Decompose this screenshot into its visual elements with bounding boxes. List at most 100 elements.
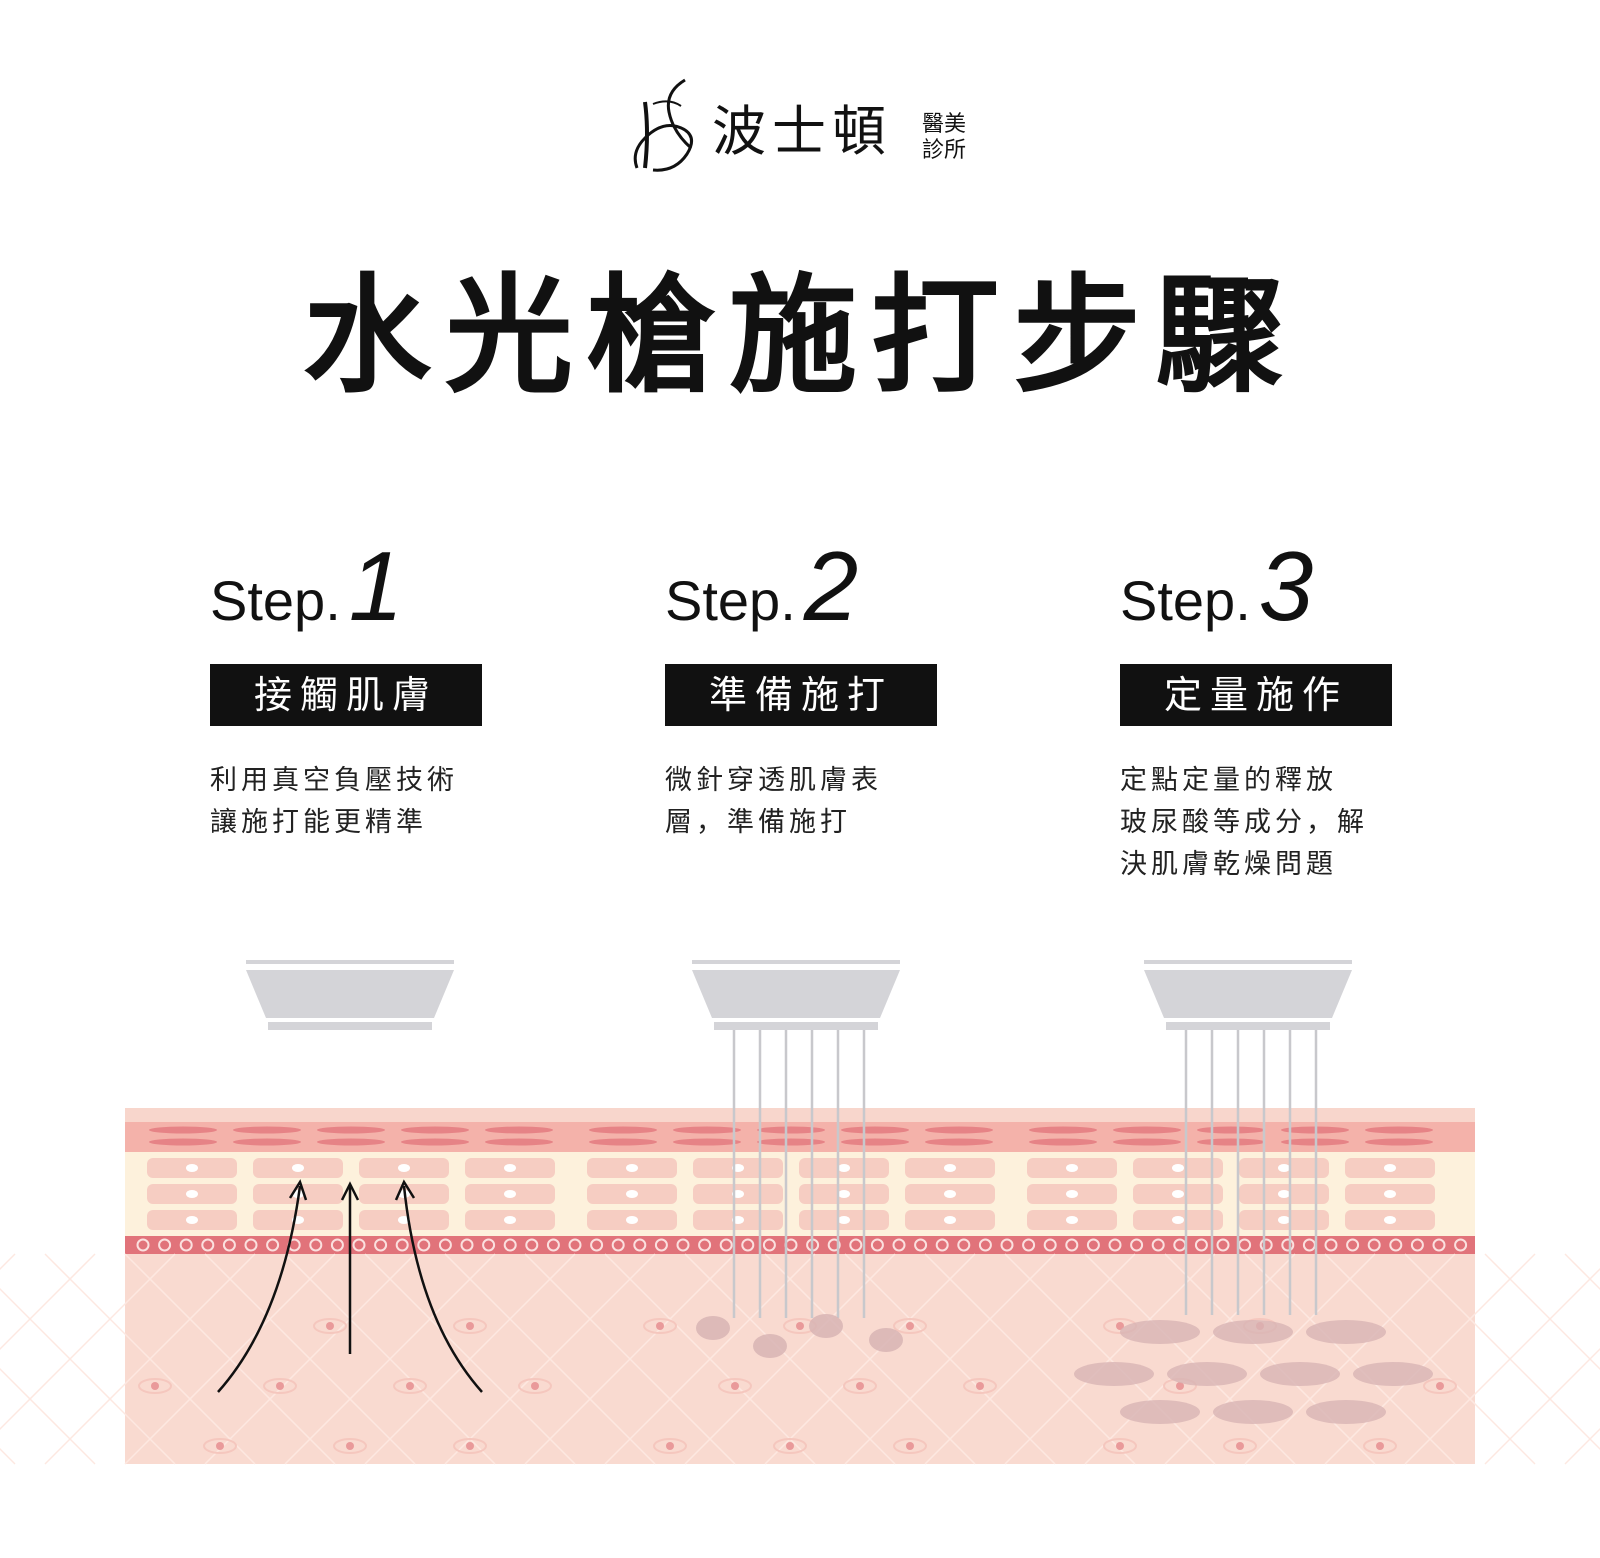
fat-cell-nucleus xyxy=(838,1216,850,1224)
dermis-cell-nucleus xyxy=(731,1382,739,1390)
dermis-pattern-line xyxy=(124,1253,336,1465)
epidermis-streak xyxy=(1113,1138,1181,1146)
device-3-top-bar xyxy=(1144,960,1352,964)
membrane-cell xyxy=(352,1238,366,1252)
membrane-cell xyxy=(978,1238,992,1252)
hyaluronic-blob xyxy=(1167,1362,1247,1386)
dermis-cell-nucleus xyxy=(466,1442,474,1450)
membrane-cell xyxy=(741,1238,755,1252)
membrane-cell xyxy=(1194,1238,1208,1252)
device-2-head xyxy=(692,970,900,1018)
dermis-pattern-line xyxy=(1484,1347,1600,1465)
device-1-tip xyxy=(268,1022,432,1030)
brand-sub-line2: 診所 xyxy=(922,138,967,163)
membrane-cell xyxy=(590,1238,604,1252)
epidermis-streak xyxy=(1029,1138,1097,1146)
device-1-top-bar xyxy=(246,960,454,964)
dermis-cell-nucleus xyxy=(346,1442,354,1450)
epidermis-streak xyxy=(401,1138,469,1146)
epidermis-streak xyxy=(401,1126,469,1134)
device-1-head xyxy=(246,970,454,1018)
dermis-cell xyxy=(963,1378,997,1394)
hyaluronic-blob xyxy=(1213,1320,1293,1344)
step-3-desc-line3: 決肌膚乾燥問題 xyxy=(1120,849,1337,880)
step-3-heading: Step.3 xyxy=(1120,530,1400,641)
fat-cell-nucleus xyxy=(504,1190,516,1198)
step-1-word: Step. xyxy=(210,569,341,632)
epidermis-streak xyxy=(1113,1126,1181,1134)
dermis-cell xyxy=(643,1318,677,1334)
membrane-cell xyxy=(1151,1238,1165,1252)
injection-blob xyxy=(696,1316,730,1340)
hyaluronic-blob xyxy=(1213,1400,1293,1424)
epidermis-streak xyxy=(485,1126,553,1134)
fat-cell-nucleus xyxy=(1278,1164,1290,1172)
membrane-cell xyxy=(1130,1238,1144,1252)
membrane-cell xyxy=(1367,1238,1381,1252)
membrane-cell xyxy=(244,1238,258,1252)
skin-surface xyxy=(125,1108,1475,1122)
fat-cell-nucleus xyxy=(186,1216,198,1224)
step-1-desc-line2: 讓施打能更精準 xyxy=(210,807,427,838)
membrane-cell xyxy=(1086,1238,1100,1252)
dermis-pattern-line xyxy=(764,1253,976,1465)
brand-subtitle: 醫美 診所 xyxy=(922,112,982,164)
epidermis-streak xyxy=(1365,1126,1433,1134)
hyaluronic-blob xyxy=(1306,1320,1386,1344)
dermis-cell xyxy=(893,1438,927,1454)
dermis-pattern-line xyxy=(1004,1253,1216,1465)
device-3-tip xyxy=(1166,1022,1330,1030)
epidermis-streak xyxy=(589,1138,657,1146)
dermis-cell-nucleus xyxy=(466,1322,474,1330)
membrane-cell xyxy=(222,1238,236,1252)
fat-cell-nucleus xyxy=(944,1216,956,1224)
dermis-cell-nucleus xyxy=(531,1382,539,1390)
fat-cell-nucleus xyxy=(626,1190,638,1198)
suction-arrowhead-left xyxy=(288,1179,308,1201)
fat-cell-nucleus xyxy=(944,1190,956,1198)
hyaluronic-blob xyxy=(1074,1362,1154,1386)
dermis-cell-nucleus xyxy=(406,1382,414,1390)
membrane-cell xyxy=(503,1238,517,1252)
membrane-cell xyxy=(762,1238,776,1252)
suction-arrowhead-right xyxy=(394,1179,416,1201)
membrane-cell xyxy=(158,1238,172,1252)
hyaluronic-blob xyxy=(1120,1320,1200,1344)
dermis-cell-nucleus xyxy=(1236,1442,1244,1450)
membrane-cell xyxy=(460,1238,474,1252)
dermis-cell xyxy=(393,1378,427,1394)
fat-cell-nucleus xyxy=(1172,1190,1184,1198)
membrane-cell xyxy=(1043,1238,1057,1252)
dermis-pattern-line xyxy=(844,1253,1056,1465)
epidermis-streak xyxy=(1197,1126,1265,1134)
dermis-cell xyxy=(333,1438,367,1454)
membrane-cell xyxy=(1281,1238,1295,1252)
hyaluronic-blob xyxy=(1260,1362,1340,1386)
dermis-cell xyxy=(1103,1438,1137,1454)
dermis-cell-nucleus xyxy=(906,1442,914,1450)
membrane-cell xyxy=(179,1238,193,1252)
epidermis-streak xyxy=(149,1138,217,1146)
suction-arrow-right xyxy=(402,1185,483,1393)
membrane-cell xyxy=(1324,1238,1338,1252)
dermis-cell-nucleus xyxy=(276,1382,284,1390)
fat-cell-nucleus xyxy=(1278,1216,1290,1224)
dermis-cell-nucleus xyxy=(151,1382,159,1390)
membrane-cell xyxy=(395,1238,409,1252)
dermis-pattern-line xyxy=(524,1253,736,1465)
dermis-cell-nucleus xyxy=(1376,1442,1384,1450)
dermis-cell-nucleus xyxy=(786,1442,794,1450)
membrane-cell xyxy=(482,1238,496,1252)
dermis-cell xyxy=(453,1318,487,1334)
fat-cell-nucleus xyxy=(1384,1216,1396,1224)
membrane-cell xyxy=(546,1238,560,1252)
hyaluronic-blob xyxy=(1120,1400,1200,1424)
membrane-cell xyxy=(438,1238,452,1252)
membrane-cell xyxy=(1454,1238,1468,1252)
dermis-cell-nucleus xyxy=(666,1442,674,1450)
dermis-cell xyxy=(1363,1438,1397,1454)
membrane-cell xyxy=(935,1238,949,1252)
step-2-word: Step. xyxy=(665,569,796,632)
dermis-pattern-line xyxy=(364,1253,576,1465)
fat-cell-nucleus xyxy=(1384,1190,1396,1198)
